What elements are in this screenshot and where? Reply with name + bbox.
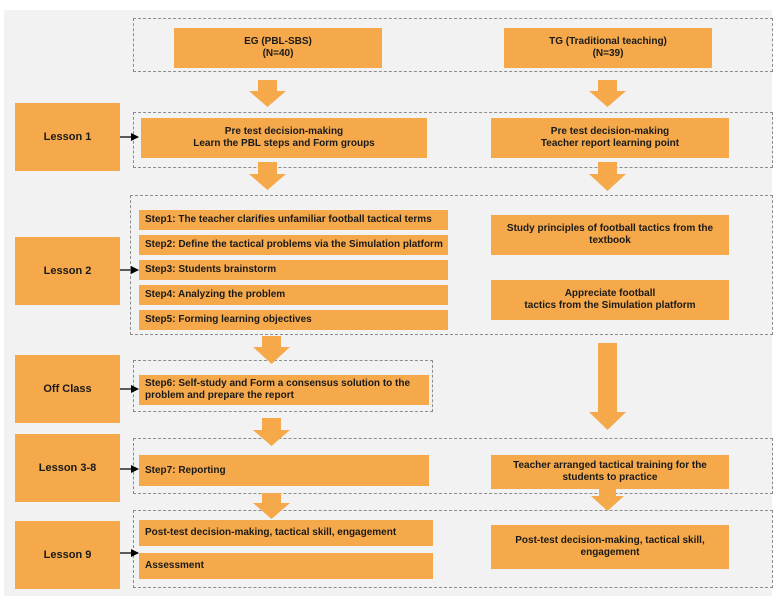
step7-box: Step7: Reporting — [139, 455, 429, 486]
lesson38-tg-box: Teacher arranged tactical training for t… — [491, 455, 729, 489]
lesson2-frame — [130, 195, 773, 335]
lesson2-tg-simulation-box: Appreciate football tactics from the Sim… — [491, 280, 729, 320]
eg-down-arrow-4 — [253, 418, 290, 446]
step5-box: Step5: Forming learning objectives — [139, 310, 448, 330]
tg-group-box: TG (Traditional teaching) (N=39) — [504, 28, 712, 68]
tg-down-arrow-2 — [589, 162, 626, 191]
lesson38-label: Lesson 3-8 — [15, 434, 120, 502]
lesson1-eg-box: Pre test decision-making Learn the PBL s… — [141, 118, 427, 158]
lesson9-eg-assessment-box: Assessment — [139, 553, 433, 579]
eg-down-arrow-1 — [249, 80, 286, 107]
lesson9-tg-box: Post-test decision-making, tactical skil… — [491, 525, 729, 569]
lesson9-label: Lesson 9 — [15, 521, 120, 589]
eg-down-arrow-2 — [249, 162, 286, 190]
step4-box: Step4: Analyzing the problem — [139, 285, 448, 305]
offclass-label: Off Class — [15, 355, 120, 423]
eg-down-arrow-3 — [253, 336, 290, 364]
step6-box: Step6: Self-study and Form a consensus s… — [139, 375, 429, 405]
lesson1-tg-box: Pre test decision-making Teacher report … — [491, 118, 729, 158]
tg-down-arrow-long — [589, 343, 626, 430]
eg-down-arrow-5 — [253, 493, 290, 519]
tg-down-arrow-1 — [589, 80, 626, 107]
lesson1-label: Lesson 1 — [15, 103, 120, 171]
eg-group-box: EG (PBL-SBS) (N=40) — [174, 28, 382, 68]
step1-box: Step1: The teacher clarifies unfamiliar … — [139, 210, 448, 230]
lesson2-tg-textbook-box: Study principles of football tactics fro… — [491, 215, 729, 255]
header-group-frame — [133, 18, 773, 72]
lesson9-eg-posttest-box: Post-test decision-making, tactical skil… — [139, 520, 433, 546]
step2-box: Step2: Define the tactical problems via … — [139, 235, 448, 255]
step3-box: Step3: Students brainstorm — [139, 260, 448, 280]
lesson2-label: Lesson 2 — [15, 237, 120, 305]
tg-down-arrow-3 — [591, 489, 624, 511]
